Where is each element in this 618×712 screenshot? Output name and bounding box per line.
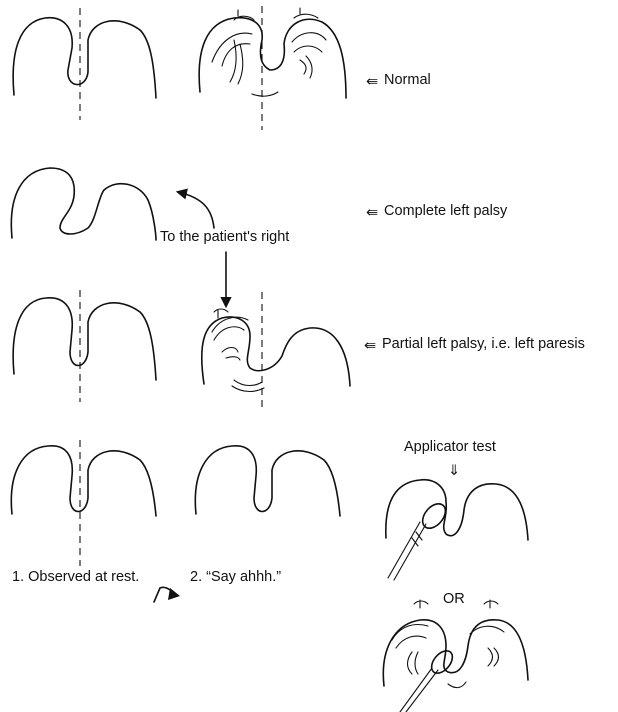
applicator-palate-1 (386, 480, 528, 580)
left-pointing-outline-arrow-icon: ⇚ (366, 74, 378, 90)
left-pointing-outline-arrow-icon: ⇚ (366, 205, 378, 221)
partial-palsy-palate-rest (13, 290, 156, 402)
complete-left-palsy-label: Complete left palsy (384, 203, 508, 219)
partial-left-palsy-label: Partial left palsy, i.e. left paresis (382, 336, 585, 352)
say-ahhh-label: 2. “Say ahhh.” (190, 569, 281, 585)
applicator-test-label: Applicator test (404, 439, 496, 455)
to-patient-right-label: To the patient's right (160, 229, 289, 245)
normal-label: Normal (384, 72, 431, 88)
rest-palate (11, 440, 156, 566)
normal-palate-rest (13, 8, 156, 120)
or-label: OR (443, 591, 465, 607)
curved-bold-arrow-icon (154, 587, 180, 602)
normal-palate-phonation (199, 6, 346, 130)
observed-at-rest-label: 1. Observed at rest. (12, 569, 139, 585)
normal-label-group: ⇚ Normal (366, 72, 431, 90)
to-patient-right-arrow-group: To the patient's right (160, 192, 289, 306)
applicator-palate-2 (383, 600, 528, 712)
complete-palsy-label-group: ⇚ Complete left palsy (366, 203, 508, 221)
partial-palsy-label-group: ⇚ Partial left palsy, i.e. left paresis (364, 336, 585, 354)
left-pointing-outline-arrow-icon: ⇚ (364, 338, 376, 354)
say-ahhh-palate (195, 446, 340, 516)
down-outline-arrow-icon: ⇓ (448, 463, 460, 479)
complete-palsy-palate (11, 168, 156, 240)
partial-palsy-palate-phonation (202, 292, 350, 408)
